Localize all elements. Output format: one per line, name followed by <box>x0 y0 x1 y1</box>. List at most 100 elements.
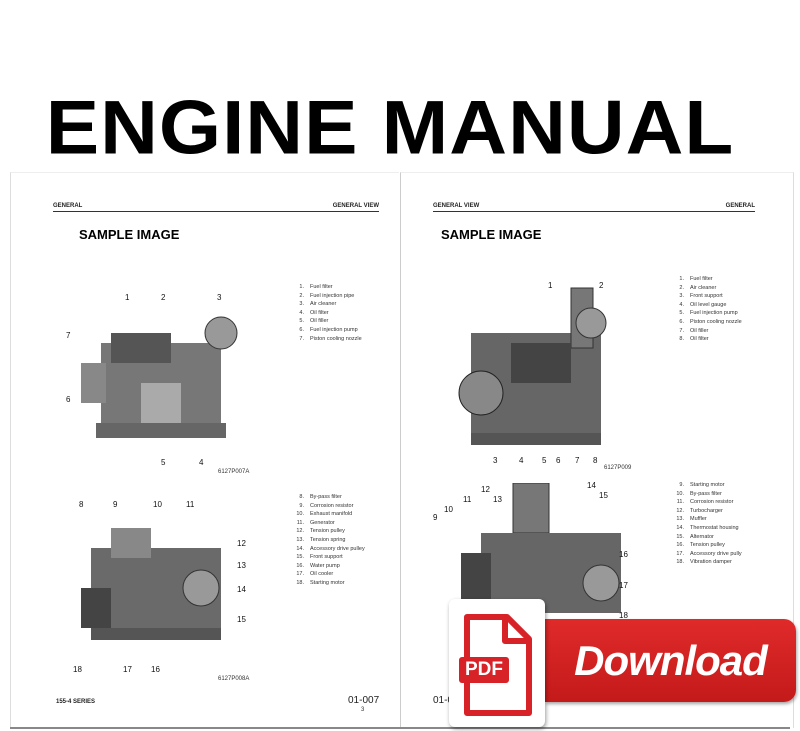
legend-item: 8.By-pass filter <box>299 494 342 500</box>
callout: 6 <box>556 456 561 465</box>
series-footer: 155-4 SERIES <box>56 699 96 705</box>
page-number: 01-0 <box>433 695 454 706</box>
legend-item: 11.Corrosion resistor <box>676 499 734 506</box>
callout: 5 <box>161 458 166 467</box>
callout: 1 <box>548 281 553 290</box>
callout: 4 <box>519 456 524 465</box>
legend-item: 14.Thermostat housing <box>676 524 739 531</box>
callout: 13 <box>237 561 246 570</box>
callout: 14 <box>237 585 246 594</box>
header-right: GENERAL VIEW <box>332 203 379 209</box>
legend-item: 5.Oil filler <box>299 318 329 325</box>
engine-illustration <box>81 316 238 438</box>
callout: 12 <box>237 539 246 548</box>
legend-item: 17.Accessory drive pully <box>676 550 742 557</box>
callout: 16 <box>619 550 628 559</box>
legend-item: 3.Air cleaner <box>299 301 337 308</box>
legend-item: 12.Tension pulley <box>296 528 345 535</box>
page-sub-number: 3 <box>361 707 365 713</box>
parts-legend: 1.Fuel filter 2.Fuel injection pipe 3.Ai… <box>291 283 362 343</box>
parts-legend: 9.Starting motor 10.By-pass filter 11.Co… <box>671 481 742 567</box>
page-header: GENERAL VIEW GENERAL <box>433 201 755 212</box>
page-title: ENGINE MANUAL <box>45 85 735 170</box>
parts-legend: 1.Fuel filter 2.Air cleaner 3.Front supp… <box>671 275 742 344</box>
callout: 5 <box>542 456 547 465</box>
callout: 12 <box>481 485 490 494</box>
legend-item: 12.Turbocharger <box>676 507 723 514</box>
legend-item: 7.Oil filler <box>679 327 709 334</box>
engine-illustration <box>458 287 607 445</box>
callout: 18 <box>619 611 628 620</box>
legend-item: 4.Oil level gauge <box>679 301 727 308</box>
legend-item: 6.Piston cooling nozzle <box>679 318 742 325</box>
callout: 2 <box>161 293 166 302</box>
legend-item: 1.Fuel filter <box>299 284 333 290</box>
callout: 7 <box>66 331 71 340</box>
callout: 10 <box>153 500 162 509</box>
legend-item: 16.Water pump <box>296 562 340 569</box>
header-left: GENERAL VIEW <box>433 203 480 209</box>
page-header: GENERAL GENERAL VIEW <box>53 201 379 212</box>
download-button[interactable]: Download <box>545 619 796 702</box>
legend-item: 2.Fuel injection pipe <box>299 292 355 299</box>
legend-item: 5.Fuel injection pump <box>679 310 738 317</box>
callout: 15 <box>599 491 608 500</box>
legend-item: 13.Muffler <box>676 516 707 523</box>
pdf-file-card[interactable]: PDF <box>449 599 545 727</box>
legend-item: 14.Accessory drive pulley <box>296 545 365 552</box>
page-bottom-divider <box>10 727 790 729</box>
manual-page-left: GENERAL GENERAL VIEW SAMPLE IMAGE 1 2 3 … <box>10 172 399 728</box>
callout: 15 <box>237 615 246 624</box>
figure-code: 6127P009 <box>604 465 632 471</box>
callout: 10 <box>444 505 453 514</box>
legend-item: 15.Front support <box>296 554 343 561</box>
legend-item: 9.Corrosion resistor <box>299 502 354 509</box>
legend-item: 17.Oil cooler <box>296 571 334 578</box>
legend-item: 13.Tension spring <box>296 536 346 543</box>
download-label: Download <box>574 636 768 684</box>
callout: 16 <box>151 665 160 674</box>
callout: 8 <box>593 456 598 465</box>
callout: 17 <box>123 665 132 674</box>
callout: 8 <box>79 500 84 509</box>
callout: 9 <box>433 513 438 522</box>
legend-item: 18.Vibration damper <box>676 559 732 566</box>
callout: 4 <box>199 458 204 467</box>
legend-item: 10.Exhaust manifold <box>296 511 353 518</box>
legend-item: 4.Oil filter <box>299 309 329 316</box>
legend-item: 16.Tension pulley <box>676 542 725 549</box>
callout: 11 <box>186 500 195 509</box>
callout: 17 <box>619 581 628 590</box>
legend-item: 6.Fuel injection pump <box>299 326 358 333</box>
callout: 13 <box>493 495 502 504</box>
legend-item: 10.By-pass filter <box>676 490 722 497</box>
parts-legend: 8.By-pass filter 9.Corrosion resistor 10… <box>291 493 365 588</box>
callout: 2 <box>599 281 604 290</box>
sample-image-label: SAMPLE IMAGE <box>441 227 542 242</box>
callout: 11 <box>463 495 472 504</box>
legend-item: 11.Generator <box>296 519 335 526</box>
callout: 14 <box>587 481 596 490</box>
legend-item: 9.Starting motor <box>679 482 725 488</box>
callout: 18 <box>73 665 82 674</box>
header-right: GENERAL <box>725 203 755 209</box>
legend-item: 15.Alternator <box>676 533 714 540</box>
engine-illustration <box>461 483 621 613</box>
legend-item: 18.Starting motor <box>296 579 345 586</box>
callout: 1 <box>125 293 130 302</box>
callout: 7 <box>575 456 580 465</box>
engine-illustration <box>81 528 221 640</box>
page-number: 01-007 <box>348 695 380 706</box>
sample-image-label: SAMPLE IMAGE <box>79 227 180 242</box>
callout: 3 <box>493 456 498 465</box>
legend-item: 2.Air cleaner <box>679 284 717 291</box>
callout: 6 <box>66 395 71 404</box>
callout: 3 <box>217 293 222 302</box>
figure-code: 6127P008A <box>218 676 250 682</box>
legend-item: 3.Front support <box>679 293 723 300</box>
legend-item: 8.Oil filter <box>679 336 709 343</box>
callout: 9 <box>113 500 118 509</box>
legend-item: 7.Piston cooling nozzle <box>299 335 362 342</box>
header-left: GENERAL <box>53 203 83 209</box>
legend-item: 1.Fuel filter <box>679 276 713 282</box>
